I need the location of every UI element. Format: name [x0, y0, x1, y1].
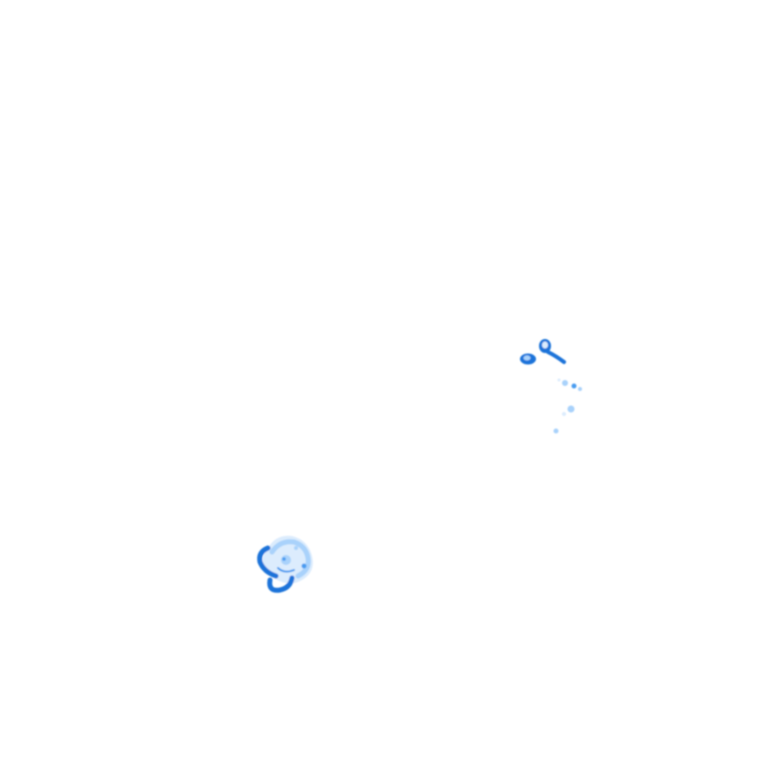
speckle-dot — [562, 412, 566, 416]
ring-cluster-icon — [257, 535, 313, 593]
ring-core-dot — [282, 557, 286, 561]
speckle-dot — [557, 378, 561, 382]
speckle-dot — [578, 387, 582, 391]
ring-speck — [301, 563, 307, 569]
speckle-dot — [523, 355, 531, 361]
speckle-dot — [553, 428, 559, 434]
speckle-dot — [542, 341, 548, 349]
speckle-cluster-icon — [520, 339, 582, 434]
ring-left-arc — [257, 545, 279, 579]
speckle-dot — [562, 380, 568, 386]
ring-bottom-arc — [267, 575, 295, 593]
ring-core — [281, 555, 291, 565]
ring-inner — [277, 567, 295, 573]
speckle-dot — [567, 405, 575, 413]
ring-outline — [269, 539, 311, 579]
speckle-streak — [546, 350, 566, 364]
speckle-dot — [571, 383, 577, 389]
ring-speck — [294, 546, 298, 550]
